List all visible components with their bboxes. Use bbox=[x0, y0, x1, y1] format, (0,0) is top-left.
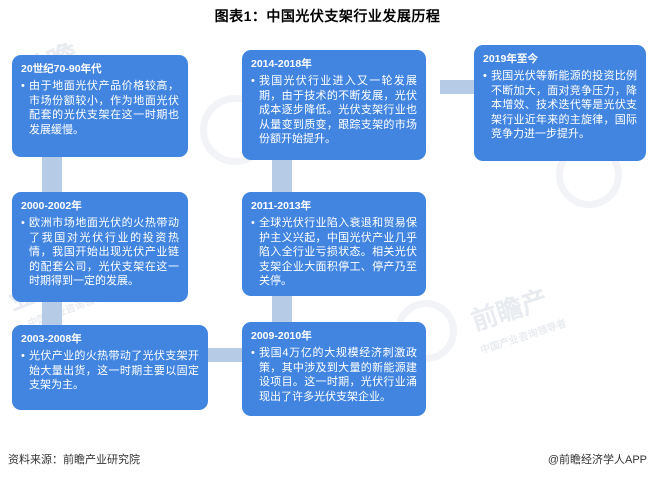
connector-stage1-stage2 bbox=[42, 156, 62, 192]
timeline-year-stage-6: 2014-2018年 bbox=[251, 58, 312, 70]
timeline-year-stage-3: 2003-2008年 bbox=[21, 333, 82, 345]
timeline-text-stage-7: 我国光伏等新能源的投资比例不断加大，面对竞争压力，降本增效、技术迭代等是光伏支架… bbox=[483, 69, 637, 142]
timeline-text-stage-6: 我国光伏行业进入又一轮发展期，由于技术的不断发展，光伏成本逐步降低。光伏支架行业… bbox=[251, 74, 417, 147]
timeline-box-stage-7[interactable]: 2019年至今 我国光伏等新能源的投资比例不断加大，面对竞争压力，降本增效、技术… bbox=[474, 45, 646, 161]
watermark-text: 前瞻产 bbox=[467, 283, 552, 337]
connector-stage3-stage4 bbox=[208, 348, 242, 362]
connector-stage4-stage5 bbox=[272, 296, 292, 322]
timeline-year-stage-5: 2011-2013年 bbox=[251, 200, 312, 212]
timeline-year-stage-2: 2000-2002年 bbox=[21, 200, 82, 212]
timeline-year-stage-1: 20世纪70-90年代 bbox=[21, 63, 102, 75]
timeline-text-stage-2: 欧洲市场地面光伏的火热带动了我国对光伏行业的投资热情，我国开始出现光伏产业链的配… bbox=[21, 216, 179, 289]
timeline-box-stage-1[interactable]: 20世纪70-90年代 由于地面光伏产品价格较高，市场份额较小，作为地面光伏配套… bbox=[12, 55, 188, 157]
timeline-box-stage-6[interactable]: 2014-2018年 我国光伏行业进入又一轮发展期，由于技术的不断发展，光伏成本… bbox=[242, 50, 426, 160]
timeline-text-stage-1: 由于地面光伏产品价格较高，市场份额较小，作为地面光伏配套的光伏支架在这一时期也发… bbox=[21, 79, 179, 137]
source-label: 资料来源：前瞻产业研究院 bbox=[8, 454, 140, 466]
timeline-box-stage-2[interactable]: 2000-2002年 欧洲市场地面光伏的火热带动了我国对光伏行业的投资热情，我国… bbox=[12, 192, 188, 302]
timeline-year-stage-4: 2009-2010年 bbox=[251, 330, 312, 342]
timeline-text-stage-4: 我国4万亿的大规模经济刺激政策，其中涉及到大量的新能源建设项目。这一时期，光伏行… bbox=[251, 346, 417, 404]
timeline-text-stage-5: 全球光伏行业陷入衰退和贸易保护主义兴起，中国光伏产业几乎陷入全行业亏损状态。相关… bbox=[251, 216, 417, 289]
connector-stage2-stage3 bbox=[42, 300, 62, 326]
timeline-box-stage-3[interactable]: 2003-2008年 光伏产业的火热带动了光伏支架开始大量出货，这一时期主要以固… bbox=[12, 325, 208, 410]
timeline-box-stage-4[interactable]: 2009-2010年 我国4万亿的大规模经济刺激政策，其中涉及到大量的新能源建设… bbox=[242, 322, 426, 416]
timeline-box-stage-5[interactable]: 2011-2013年 全球光伏行业陷入衰退和贸易保护主义兴起，中国光伏产业几乎陷… bbox=[242, 192, 426, 296]
connector-stage5-stage6 bbox=[272, 160, 292, 192]
chart-title: 图表1：中国光伏支架行业发展历程 bbox=[214, 8, 441, 24]
timeline-year-stage-7: 2019年至今 bbox=[483, 53, 538, 65]
connector-stage6-stage7 bbox=[440, 80, 474, 94]
watermark-text: 中国产业咨询领导者 bbox=[479, 318, 569, 357]
brand-label: @前瞻经济学人APP bbox=[547, 454, 647, 466]
timeline-text-stage-3: 光伏产业的火热带动了光伏支架开始大量出货，这一时期主要以固定支架为主。 bbox=[21, 349, 199, 393]
